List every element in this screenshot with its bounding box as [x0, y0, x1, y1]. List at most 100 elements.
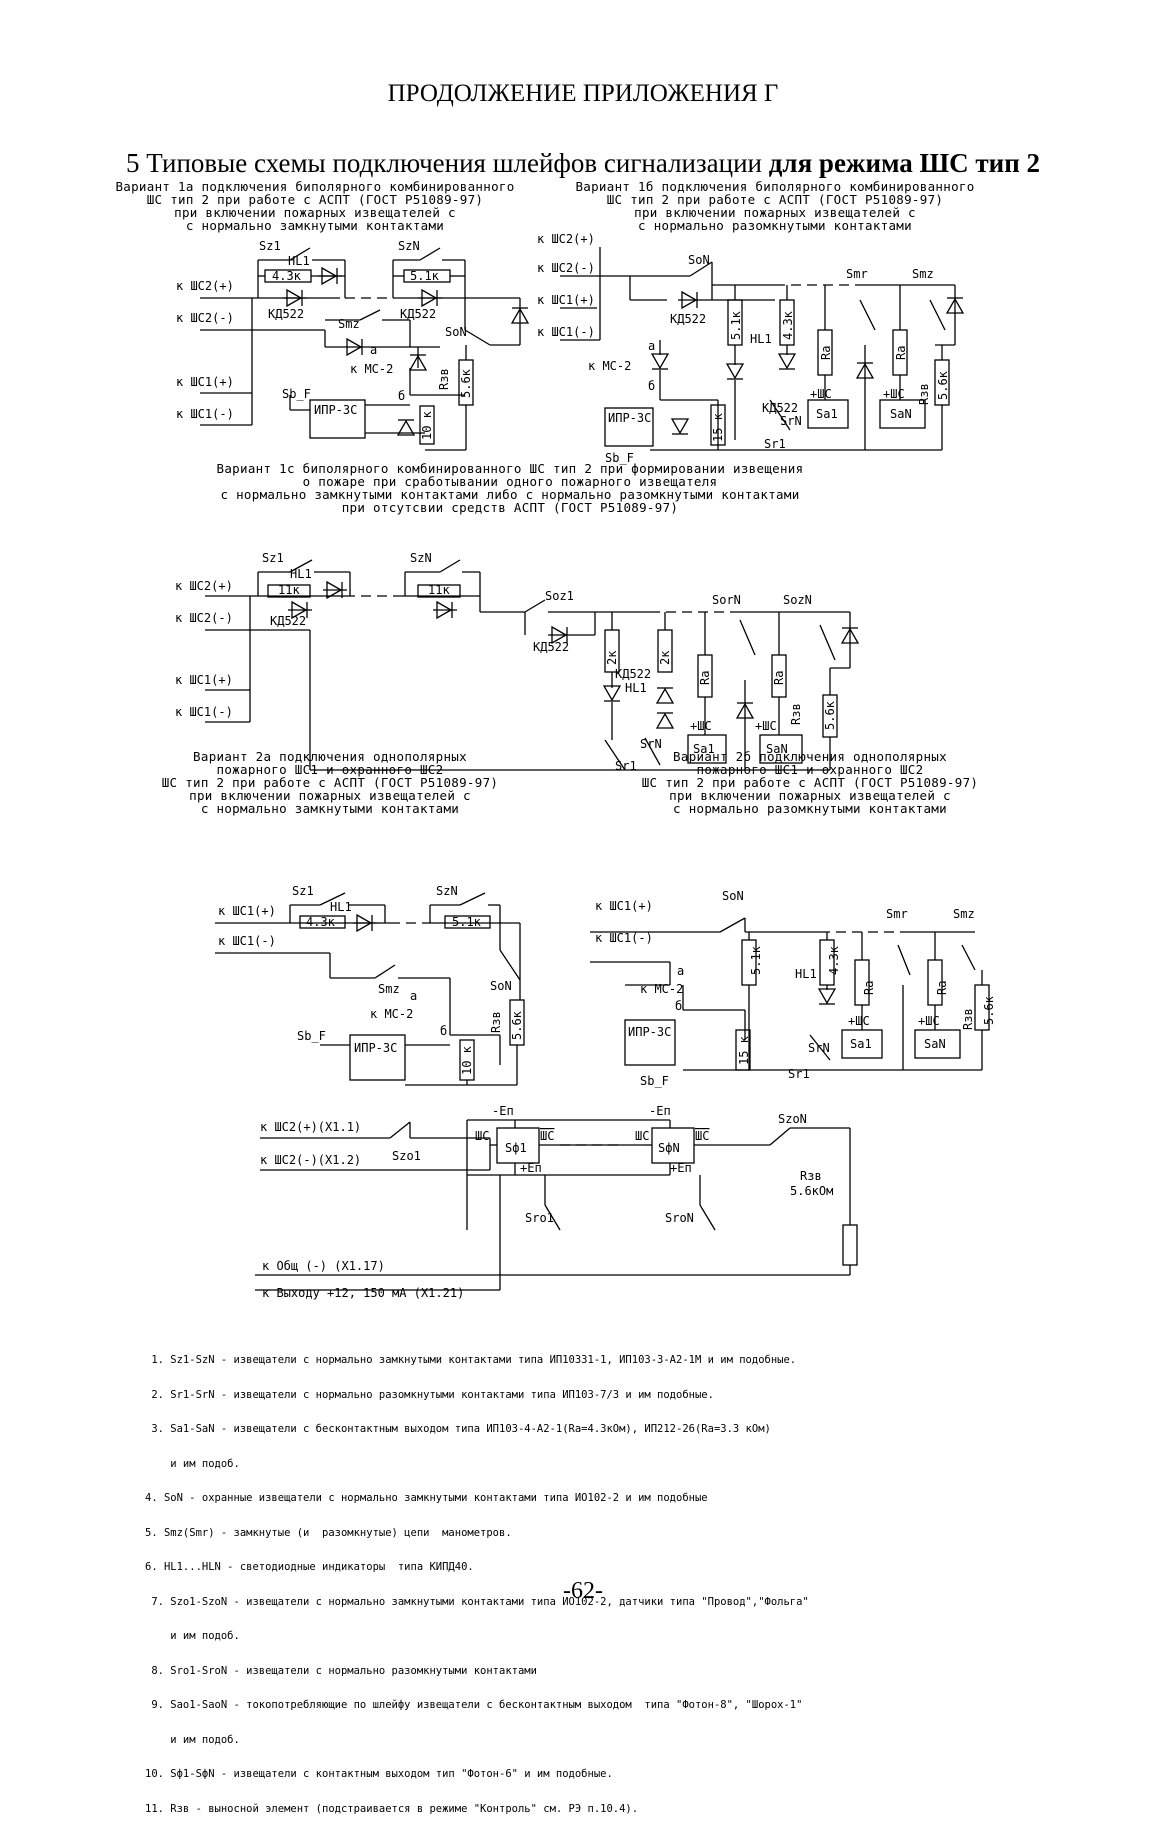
label-2a-a: а [410, 989, 417, 1003]
label-1a-kd522: КД522 [268, 307, 304, 321]
label-sl-sron: SroN [665, 1211, 694, 1225]
label-sl-obsh: к Общ (-) (X1.17) [262, 1259, 385, 1273]
schematics-canvas: к ШС2(+) к ШС2(-) к ШС1(+) к ШС1(-) Sz1 … [175, 232, 996, 1300]
schematic-variant-2a: к ШС1(+) к ШС1(-) Sz1 SzN HL1 4.3к 5.1к … [215, 884, 525, 1086]
label-1b-shc1m: к ШС1(-) [537, 325, 595, 339]
label-1c-hl1: HL1 [290, 567, 312, 581]
label-1a-shc1m: к ШС1(-) [176, 407, 234, 421]
label-sl-sfn: SфN [658, 1141, 680, 1155]
label-2b-san: SaN [924, 1037, 946, 1051]
label-1c-shc1: +ШС [690, 719, 712, 733]
label-1b-b: б [648, 379, 655, 393]
note-item: 1. Sz1-SzN - извещатели с нормально замк… [145, 1354, 797, 1366]
label-2a-son: SoN [490, 979, 512, 993]
label-1b-r15: 15 к [711, 412, 725, 442]
label-2b-hl1: HL1 [795, 967, 817, 981]
note-item: 9. Sao1-SaoN - токопотребляющие по шлейф… [145, 1699, 803, 1711]
label-2a-shc1p: к ШС1(+) [218, 904, 276, 918]
note-item: 4. SoN - охранные извещатели с нормально… [145, 1492, 708, 1504]
label-1b-smz: Smz [912, 267, 934, 281]
label-1b-shc2: +ШС [883, 387, 905, 401]
note-item: 10. Sф1-SфN - извещатели с контактным вы… [145, 1768, 613, 1780]
label-sl-shc2m: к ШС2(-)(X1.2) [260, 1153, 361, 1167]
note-item: 2. Sr1-SrN - извещатели с нормально разо… [145, 1388, 714, 1401]
label-1a-r51: 5.1к [410, 269, 440, 283]
label-1b-son: SoN [688, 253, 710, 267]
label-2a-sz1: Sz1 [292, 884, 314, 898]
label-2b-sbf: Sb_F [640, 1074, 669, 1088]
label-2a-hl1: HL1 [330, 900, 352, 914]
label-sl-en-plus1: +Еп [520, 1161, 542, 1175]
label-2b-smz: Smz [953, 907, 975, 921]
label-1c-srn: SrN [640, 737, 662, 751]
label-1a-smz: Smz [338, 317, 360, 331]
label-1c-r11a: 11к [278, 583, 300, 597]
label-1c-kd522b: КД522 [533, 640, 569, 654]
label-1b-ra1: Ra [819, 346, 833, 360]
label-sl-shc-b: ШС [635, 1129, 649, 1143]
section-title-plain: 5 Типовые схемы подключения шлейфов сигн… [125, 148, 769, 178]
label-1a-ipr: ИПР-3С [314, 403, 357, 417]
label-1b-san: SaN [890, 407, 912, 421]
label-2b-ra2: Ra [935, 981, 949, 995]
label-1a-sbf: Sb_F [282, 387, 311, 401]
label-1c-sr1: Sr1 [615, 759, 637, 773]
label-1b-r51: 5.1к [729, 310, 743, 340]
label-sl-vyhod: к Выходу +12, 150 мА (X1.21) [262, 1286, 464, 1300]
label-1c-shc2m: к ШС2(-) [175, 611, 233, 625]
label-1b-rzv: Rзв [917, 383, 931, 405]
note-item: 5. Smz(Smr) - замкнутые (и разомкнутые) … [145, 1526, 512, 1539]
label-1c-szn: SzN [410, 551, 432, 565]
schematic-security-loop: к ШС2(+)(X1.1) к ШС2(-)(X1.2) Szo1 -Еп -… [255, 1104, 858, 1300]
label-2b-r15: 15 к [737, 1035, 751, 1065]
label-sl-sro1: Sro1 [525, 1211, 554, 1225]
label-1c-sa1: Sa1 [693, 742, 715, 756]
label-sl-sf1: Sф1 [505, 1141, 527, 1155]
label-2b-b: б [675, 999, 682, 1013]
label-1c-kd522c: КД522 [615, 667, 651, 681]
note-item: и им подоб. [145, 1733, 240, 1746]
label-1c-sozn: SozN [783, 593, 812, 607]
label-2b-ms2: к МС-2 [640, 982, 683, 996]
label-1c-rzv: Rзв [789, 703, 803, 725]
label-2b-ipr: ИПР-3С [628, 1025, 671, 1039]
label-2a-szn: SzN [436, 884, 458, 898]
label-1a-shc2p: к ШС2(+) [176, 279, 234, 293]
section-title: 5 Типовые схемы подключения шлейфов сигн… [0, 148, 1166, 179]
label-2a-sbf: Sb_F [297, 1029, 326, 1043]
label-1c-shc1m: к ШС1(-) [175, 705, 233, 719]
label-2b-srn: SrN [808, 1041, 830, 1055]
label-2b-shc2: +ШС [918, 1014, 940, 1028]
label-2b-rzv: Rзв [961, 1008, 975, 1030]
label-1c-r56: 5.6к [823, 700, 837, 730]
label-1b-sr1: Sr1 [764, 437, 786, 451]
label-1b-shc2m: к ШС2(-) [537, 261, 595, 275]
label-sl-shcbar-b: ШС [695, 1129, 709, 1143]
label-1c-hl1b: HL1 [625, 681, 647, 695]
label-sl-en-plus2: +Еп [670, 1161, 692, 1175]
label-1a-r56: 5.6к [459, 368, 473, 398]
label-1c-soz1: Soz1 [545, 589, 574, 603]
caption-variant-1a: Вариант 1а подключения биполярного комби… [115, 179, 515, 233]
label-2a-smz: Smz [378, 982, 400, 996]
label-2b-shc1: +ШС [848, 1014, 870, 1028]
label-1a-sz1: Sz1 [259, 239, 281, 253]
label-2b-sr1: Sr1 [788, 1067, 810, 1081]
schematic-variant-1a: к ШС2(+) к ШС2(-) к ШС1(+) к ШС1(-) Sz1 … [176, 239, 529, 451]
label-2b-r43: 4.3к [827, 945, 841, 975]
label-1b-shc1p: к ШС1(+) [537, 293, 595, 307]
label-2b-sa1: Sa1 [850, 1037, 872, 1051]
label-2a-r51: 5.1к [452, 915, 482, 929]
label-1c-ra1: Ra [698, 671, 712, 685]
label-1c-r11b: 11к [428, 583, 450, 597]
label-sl-szo1: Szo1 [392, 1149, 421, 1163]
label-1a-rzv: Rзв [437, 368, 451, 390]
label-2b-r51: 5.1к [749, 945, 763, 975]
label-1b-ms2: к МС-2 [588, 359, 631, 373]
label-2a-b: б [440, 1024, 447, 1038]
label-1a-r10: 10 к [420, 410, 434, 440]
label-2b-a: а [677, 964, 684, 978]
label-1b-r43: 4.3к [781, 310, 795, 340]
label-1b-ra2: Ra [894, 346, 908, 360]
label-1a-a: а [370, 343, 377, 357]
